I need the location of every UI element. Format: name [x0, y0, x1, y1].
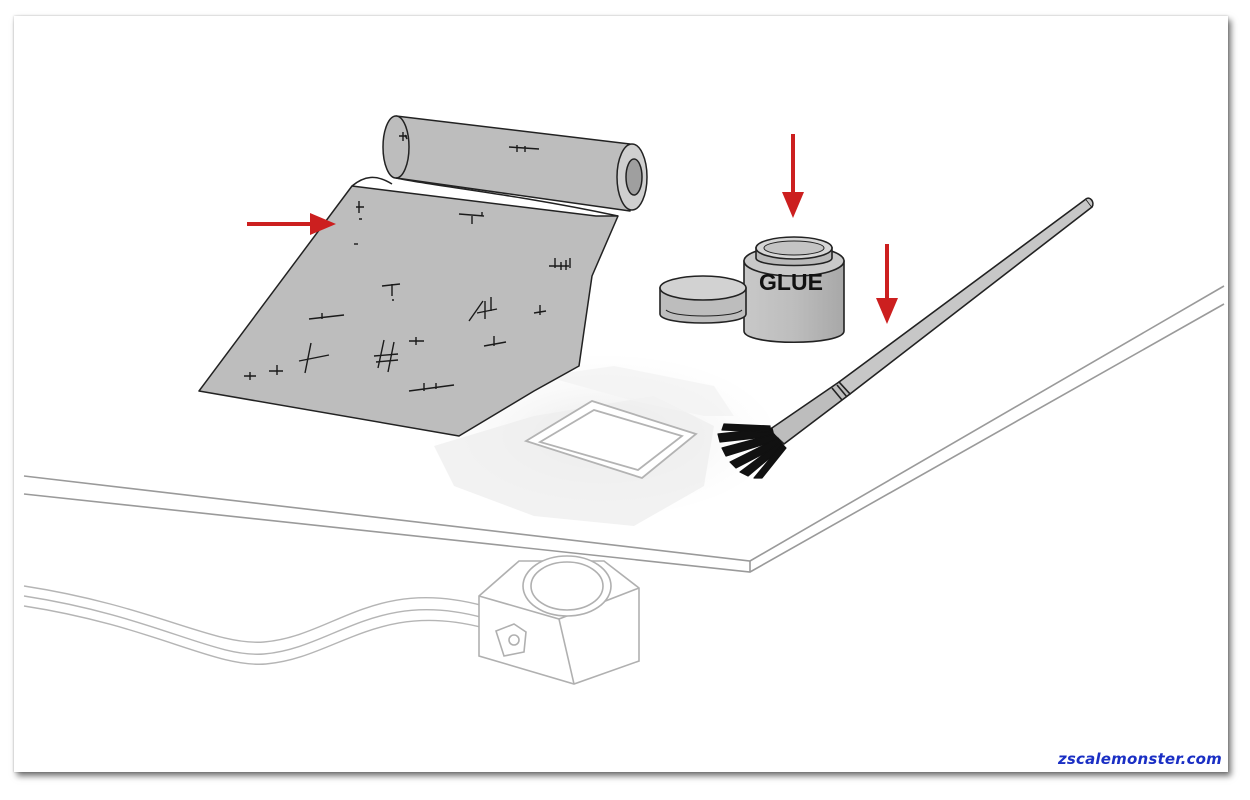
glue-pot-lid: [659, 275, 747, 324]
magnet-device-under-board: [478, 555, 640, 685]
cable-under-board: [23, 585, 485, 665]
arrow-to-paper-icon: [247, 213, 336, 235]
brush: [717, 197, 1094, 479]
glue-label: GLUE: [759, 269, 823, 295]
layout-board: [23, 285, 1225, 573]
board-cutout-square: [523, 400, 698, 480]
scene-illustration: GLUE: [23, 115, 1225, 685]
arrow-to-glue-icon: [782, 134, 804, 218]
illustration-frame: GLUE: [14, 16, 1228, 772]
arrow-to-brush-icon: [876, 244, 898, 324]
paper-roll-sheet: [198, 115, 648, 437]
watermark-text: zscalemonster.com: [1057, 750, 1222, 768]
glue-pot: [743, 236, 845, 344]
